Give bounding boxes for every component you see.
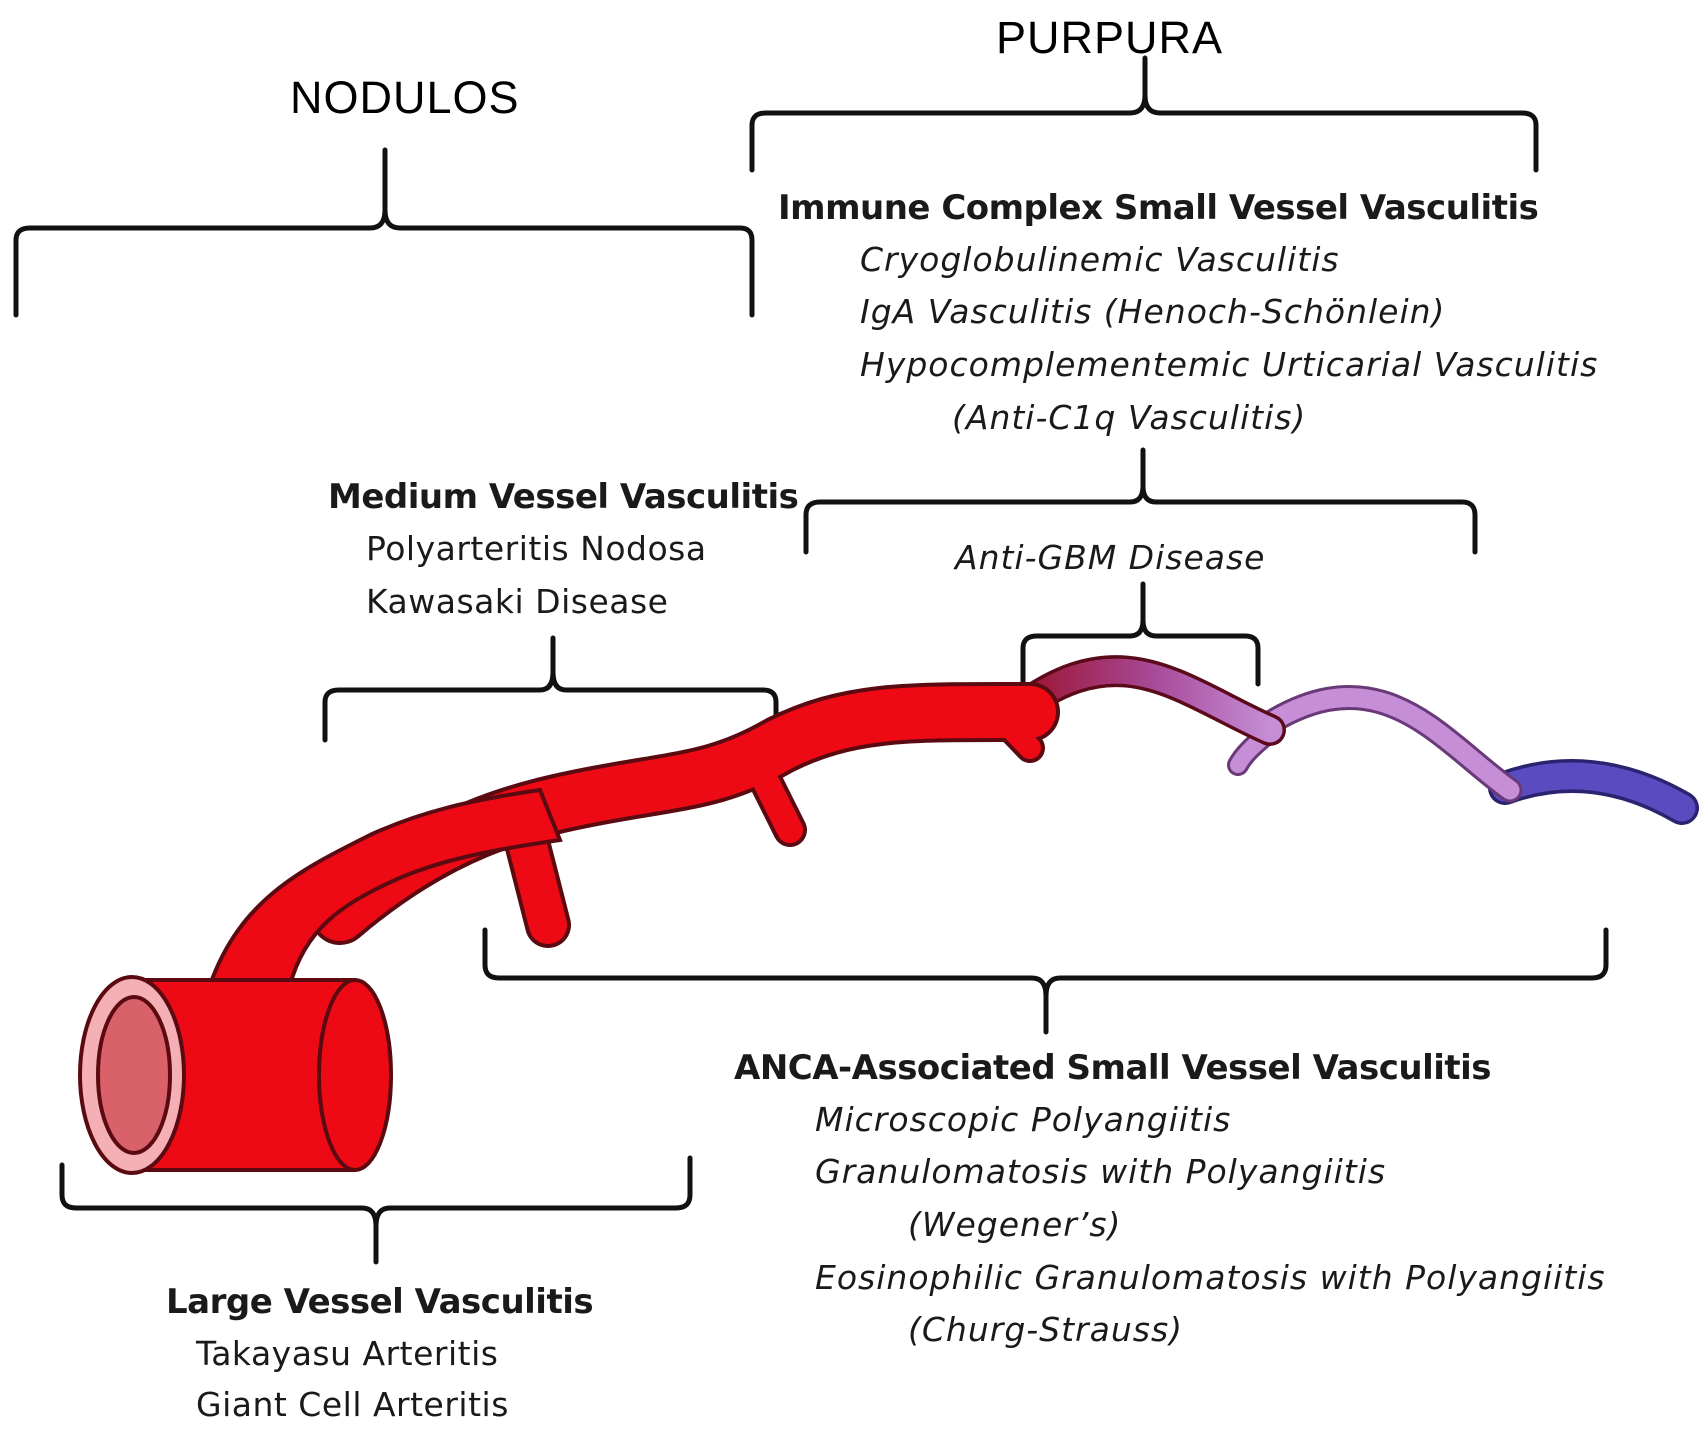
medium-vessel-item: Kawasaki Disease bbox=[366, 582, 668, 621]
immune-complex-item: Cryoglobulinemic Vasculitis bbox=[860, 240, 1340, 279]
large-vessel-item: Giant Cell Arteritis bbox=[196, 1385, 509, 1424]
anca-item: (Churg-Strauss) bbox=[908, 1310, 1183, 1349]
anca-item: Granulomatosis with Polyangiitis bbox=[815, 1152, 1386, 1191]
anca-item: (Wegener’s) bbox=[908, 1205, 1121, 1244]
nodulos-header: NODULOS bbox=[290, 72, 520, 124]
immune-complex-bracket bbox=[806, 450, 1475, 552]
large-vessel-title: Large Vessel Vasculitis bbox=[166, 1282, 593, 1322]
anca-item: Eosinophilic Granulomatosis with Polyang… bbox=[815, 1258, 1606, 1297]
immune-complex-item: IgA Vasculitis (Henoch-Schönlein) bbox=[860, 292, 1445, 331]
anca-bracket bbox=[485, 930, 1606, 1032]
immune-complex-title: Immune Complex Small Vessel Vasculitis bbox=[778, 188, 1538, 228]
medium-vessel-bracket bbox=[325, 638, 776, 740]
aorta-cylinder-end bbox=[319, 980, 391, 1170]
purpura-bracket bbox=[752, 58, 1536, 170]
large-vessel-bracket bbox=[62, 1158, 690, 1262]
medium-vessel-item: Polyarteritis Nodosa bbox=[366, 529, 707, 568]
aorta-lumen bbox=[98, 997, 170, 1153]
anca-title: ANCA-Associated Small Vessel Vasculitis bbox=[734, 1048, 1491, 1088]
medium-vessel-title: Medium Vessel Vasculitis bbox=[328, 477, 798, 517]
purpura-header: PURPURA bbox=[996, 12, 1223, 64]
anca-item: Microscopic Polyangiitis bbox=[815, 1100, 1231, 1139]
nodulos-bracket bbox=[16, 150, 752, 315]
immune-complex-item: Hypocomplementemic Urticarial Vasculitis bbox=[860, 345, 1598, 384]
immune-complex-item: (Anti-C1q Vasculitis) bbox=[952, 398, 1306, 437]
anti-gbm-label: Anti-GBM Disease bbox=[955, 538, 1265, 577]
large-vessel-item: Takayasu Arteritis bbox=[196, 1334, 498, 1373]
